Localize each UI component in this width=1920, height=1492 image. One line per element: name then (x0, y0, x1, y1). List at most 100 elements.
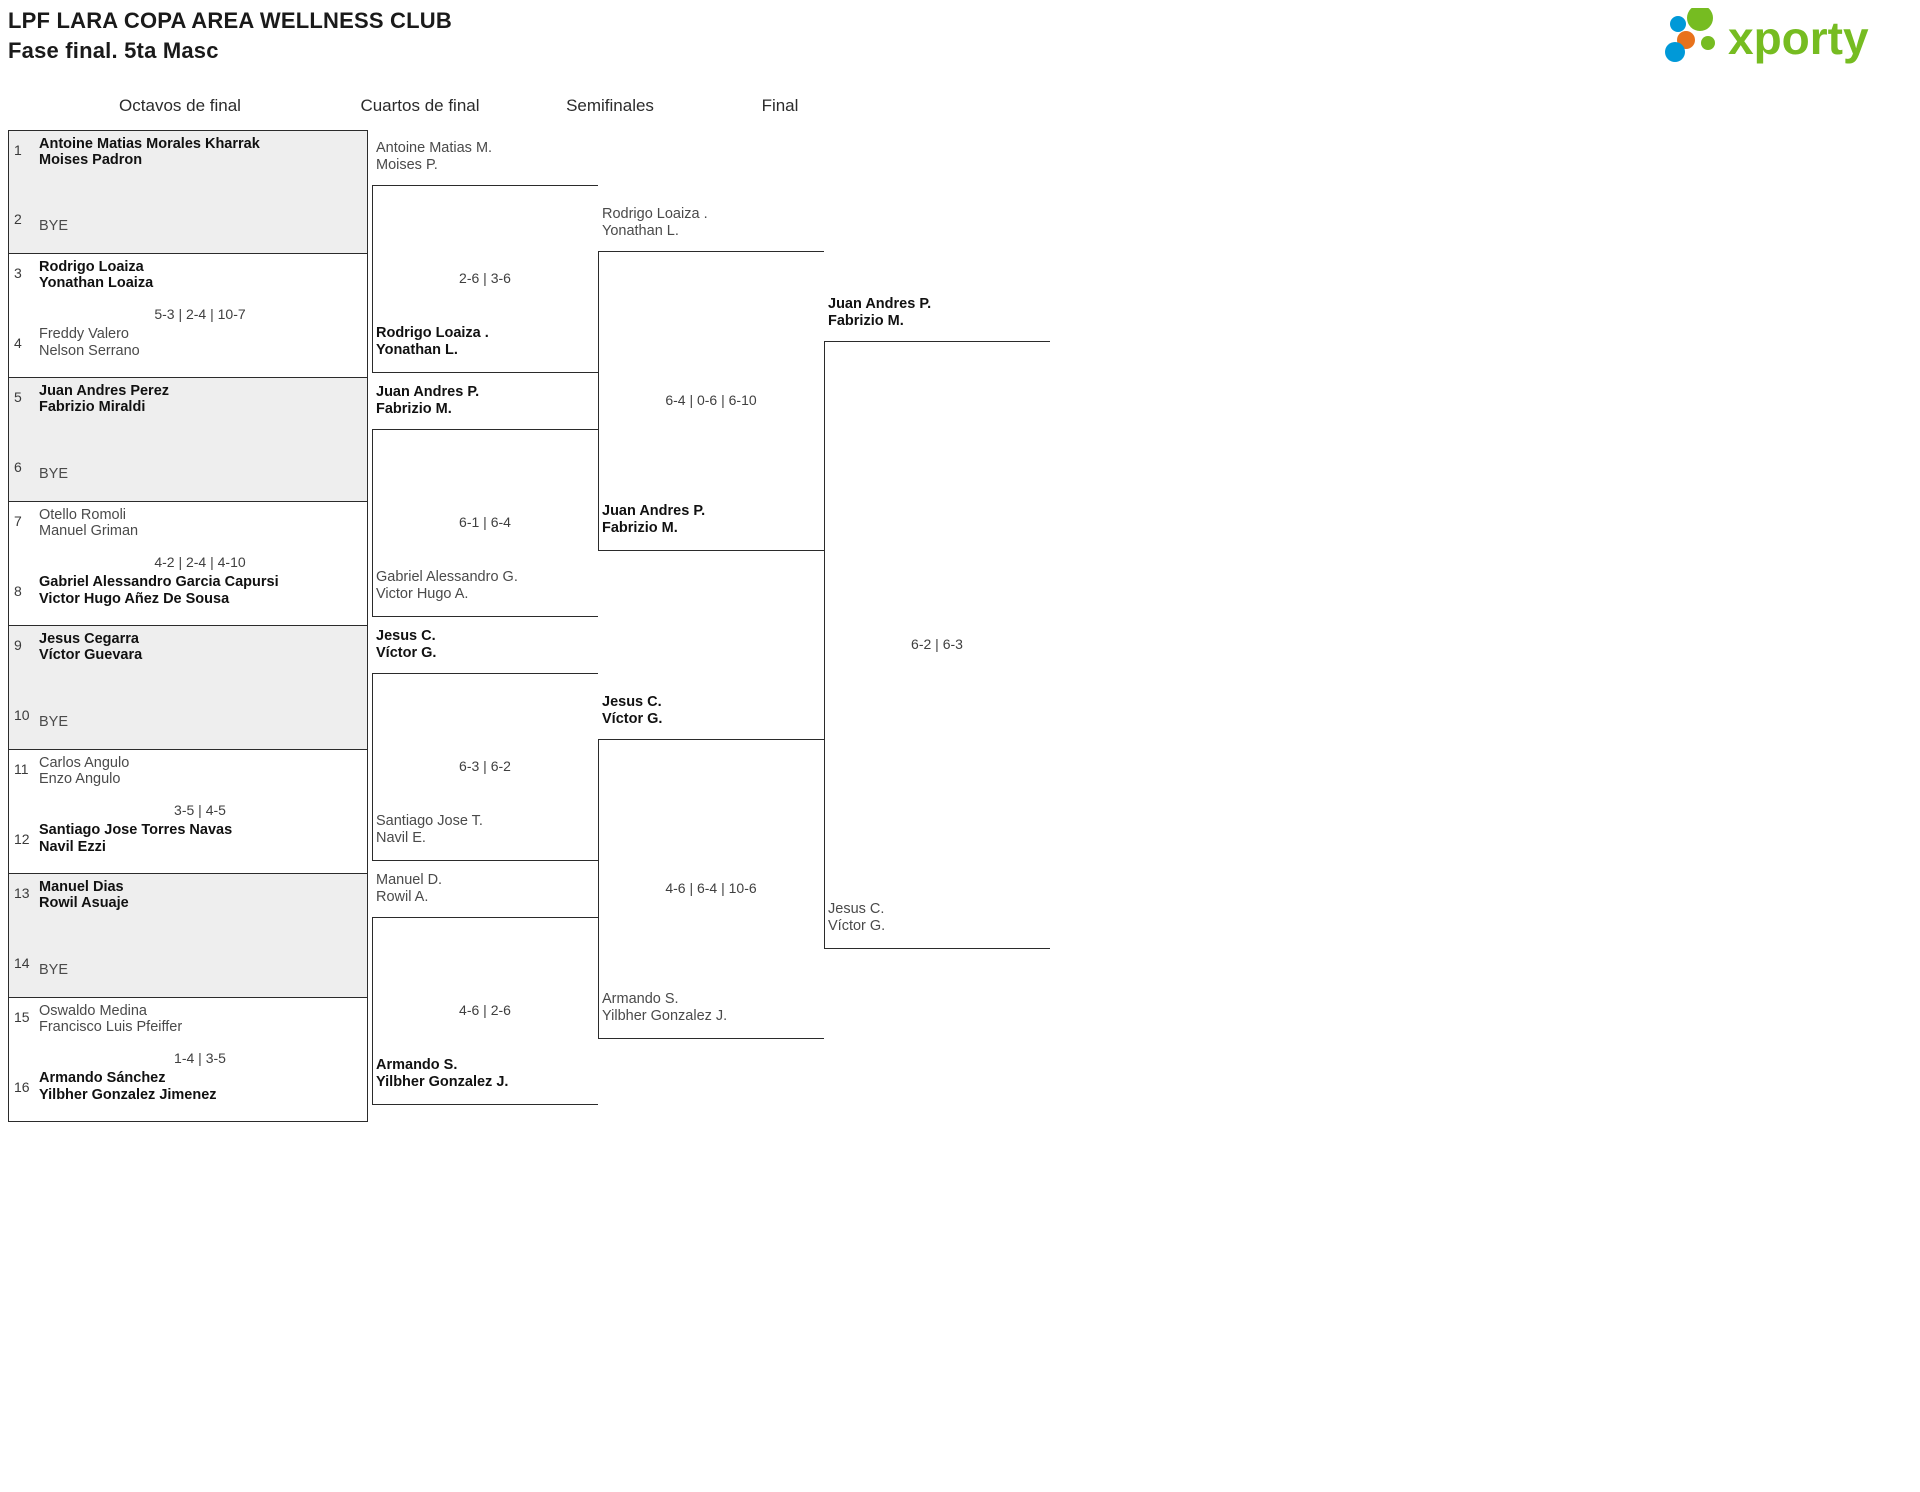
player-name: Yonathan L. (376, 341, 458, 358)
match-score: 6-3 | 6-2 (459, 758, 511, 774)
player-name: Juan Andres Perez (39, 383, 170, 399)
seed-number: 16 (14, 1079, 30, 1095)
player-name: Juan Andres P. (376, 384, 480, 400)
player-name: Carlos Angulo (39, 755, 130, 771)
team-entry-top[interactable]: Juan Andres P.Fabrizio M. (828, 296, 931, 330)
player-name: Yonathan L. (602, 222, 679, 239)
match-bracket-frame (598, 251, 824, 551)
player-name: Antoine Matias Morales Kharrak (39, 136, 260, 152)
match-score: 3-5 | 4-5 (174, 802, 226, 818)
match-bracket-frame (372, 673, 598, 861)
bye-label: BYE (39, 714, 69, 730)
team-entry-top[interactable]: Jesus C.Víctor G. (602, 694, 662, 728)
seed-number: 10 (14, 707, 30, 723)
seed-number: 4 (14, 335, 22, 351)
player-name: Yonathan Loaiza (39, 275, 154, 292)
player-name: Yilbher Gonzalez J. (602, 1007, 728, 1024)
seed-number: 2 (14, 211, 22, 227)
player-name: Gabriel Alessandro G. (376, 569, 518, 585)
player-name: Armando S. (602, 991, 679, 1007)
team-entry-bottom[interactable]: Gabriel Alessandro G.Victor Hugo A. (376, 569, 518, 603)
seed-number: 13 (14, 885, 30, 901)
team-entry-bottom[interactable]: Juan Andres P.Fabrizio M. (602, 503, 705, 537)
player-name: Francisco Luis Pfeiffer (39, 1019, 183, 1036)
team-entry-top[interactable]: Jesus C.Víctor G. (376, 628, 436, 662)
round-header-semis: Semifinales (566, 96, 654, 115)
team-entry-top[interactable]: Antoine Matias M.Moises P. (376, 140, 492, 174)
match-score: 2-6 | 3-6 (459, 270, 511, 286)
seed-number: 1 (14, 142, 22, 158)
player-name: Navil Ezzi (39, 838, 106, 855)
player-name: Juan Andres P. (602, 503, 706, 519)
player-name: Armando S. (376, 1057, 458, 1073)
team-entry-bottom[interactable]: Jesus C.Víctor G. (828, 901, 885, 935)
player-name: Jesus C. (828, 901, 885, 917)
player-name: Jesus C. (376, 628, 436, 644)
player-name: Fabrizio M. (376, 400, 452, 417)
player-name: Víctor Guevara (39, 647, 143, 664)
svg-text:xporty: xporty (1728, 12, 1869, 64)
match-bracket-frame (824, 341, 1050, 949)
player-name: Fabrizio M. (602, 519, 678, 536)
bye-label: BYE (39, 466, 69, 482)
player-name: Rowil A. (376, 888, 429, 905)
match-score: 6-2 | 6-3 (911, 636, 963, 652)
team-entry-top[interactable]: Rodrigo Loaiza .Yonathan L. (602, 206, 708, 240)
player-name: Jesus C. (602, 694, 662, 710)
tournament-phase: Fase final. 5ta Masc (8, 37, 219, 63)
team-entry-top[interactable]: Manuel D.Rowil A. (376, 872, 442, 906)
xporty-logo[interactable]: xporty (1656, 8, 1906, 64)
player-name: Nelson Serrano (39, 342, 140, 359)
bye-label: BYE (39, 218, 69, 234)
seed-number: 11 (14, 761, 29, 777)
match-bracket-frame (372, 429, 598, 617)
player-name: Rowil Asuaje (39, 895, 129, 912)
round-header-final: Final (761, 96, 799, 115)
round-header-cuartos: Cuartos de final (360, 96, 480, 115)
team-entry-bottom[interactable]: Armando S.Yilbher Gonzalez J. (376, 1057, 508, 1091)
player-name: Manuel D. (376, 872, 443, 888)
player-name: Armando Sánchez (39, 1070, 166, 1087)
match-score: 5-3 | 2-4 | 10-7 (154, 306, 246, 322)
player-name: Yilbher Gonzalez Jimenez (39, 1086, 217, 1103)
seed-number: 8 (14, 583, 22, 599)
player-name: Víctor G. (602, 710, 663, 727)
team-entry-bottom[interactable]: Santiago Jose T.Navil E. (376, 813, 483, 847)
round-header-octavos: Octavos de final (119, 96, 241, 115)
seed-number: 12 (14, 831, 30, 847)
player-name: Manuel Dias (39, 879, 124, 895)
team-entry-bottom[interactable]: Armando S.Yilbher Gonzalez J. (602, 991, 727, 1025)
team-entry-top[interactable]: Juan Andres P.Fabrizio M. (376, 384, 479, 418)
seed-number: 7 (14, 513, 22, 529)
player-name: Otello Romoli (39, 507, 127, 523)
player-name: Víctor G. (828, 917, 886, 934)
player-name: Santiago Jose T. (376, 813, 483, 829)
player-name: Victor Hugo Añez De Sousa (39, 590, 230, 607)
seed-number: 5 (14, 389, 22, 405)
seed-number: 9 (14, 637, 22, 653)
xporty-logo-icon: xporty (1665, 8, 1869, 64)
team-entry-bottom[interactable]: Rodrigo Loaiza .Yonathan L. (376, 325, 489, 359)
